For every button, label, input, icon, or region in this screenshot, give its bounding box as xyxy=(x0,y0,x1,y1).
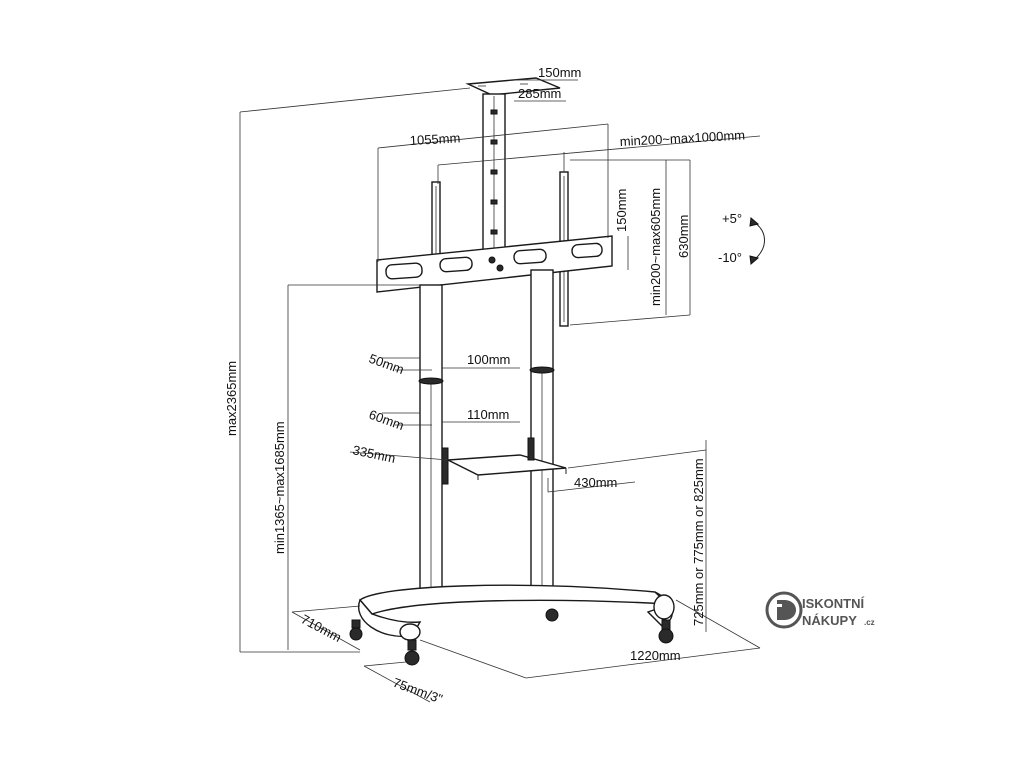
label-vesa-vertical: min200~max605mm xyxy=(648,188,663,306)
top-extension-pole xyxy=(482,93,506,251)
base-frame xyxy=(357,584,675,641)
label-caster-size: 75mm/3" xyxy=(391,675,445,707)
label-mount-height: min1365~max1685mm xyxy=(272,421,287,554)
logo-suffix: .cz xyxy=(864,618,875,627)
middle-shelf xyxy=(441,437,567,485)
logo-line-1: ISKONTNÍ xyxy=(802,596,865,611)
caster-rear-center xyxy=(545,608,559,622)
ceiling-top-plate xyxy=(465,77,561,96)
label-pole-offset-a: 50mm xyxy=(367,351,406,377)
caster-front-right xyxy=(658,619,674,644)
label-bracket-width: 1055mm xyxy=(409,130,460,148)
label-tilt-down: -10° xyxy=(718,250,742,265)
logo-line-2: NÁKUPY xyxy=(802,613,857,628)
horizontal-bracket-plate xyxy=(376,235,613,293)
d-letter-logo-icon xyxy=(765,591,803,629)
label-base-depth: 710mm xyxy=(299,611,344,645)
label-base-width: 1220mm xyxy=(630,648,681,663)
main-poles xyxy=(418,269,555,604)
label-arm-spacing: 150mm xyxy=(614,189,629,232)
label-bracket-height: 630mm xyxy=(676,215,691,258)
label-top-plate-width: 150mm xyxy=(538,65,581,80)
dimension-lines xyxy=(239,79,765,703)
label-shelf-width: 430mm xyxy=(574,475,617,490)
label-pole-width-b: 110mm xyxy=(467,407,509,422)
label-pole-offset-b: 60mm xyxy=(367,407,406,433)
caster-rear-left xyxy=(349,619,363,641)
label-shelf-depth: 335mm xyxy=(351,442,397,466)
label-vesa-horizontal: min200~max1000mm xyxy=(619,127,745,149)
diskontni-nakupy-logo: ISKONTNÍ NÁKUPY .cz xyxy=(765,591,875,629)
caster-front-left xyxy=(404,639,420,666)
label-max-height: max2365mm xyxy=(224,361,239,436)
label-top-plate-depth: 285mm xyxy=(518,86,561,101)
label-tilt-up: +5° xyxy=(722,211,742,226)
label-shelf-height: 725mm or 775mm or 825mm xyxy=(691,458,706,626)
label-pole-width-a: 100mm xyxy=(467,352,510,367)
tv-stand-drawing xyxy=(349,77,675,666)
casters xyxy=(349,608,674,666)
dimension-labels: 150mm 285mm 1055mm min200~max1000mm 150m… xyxy=(224,65,745,707)
